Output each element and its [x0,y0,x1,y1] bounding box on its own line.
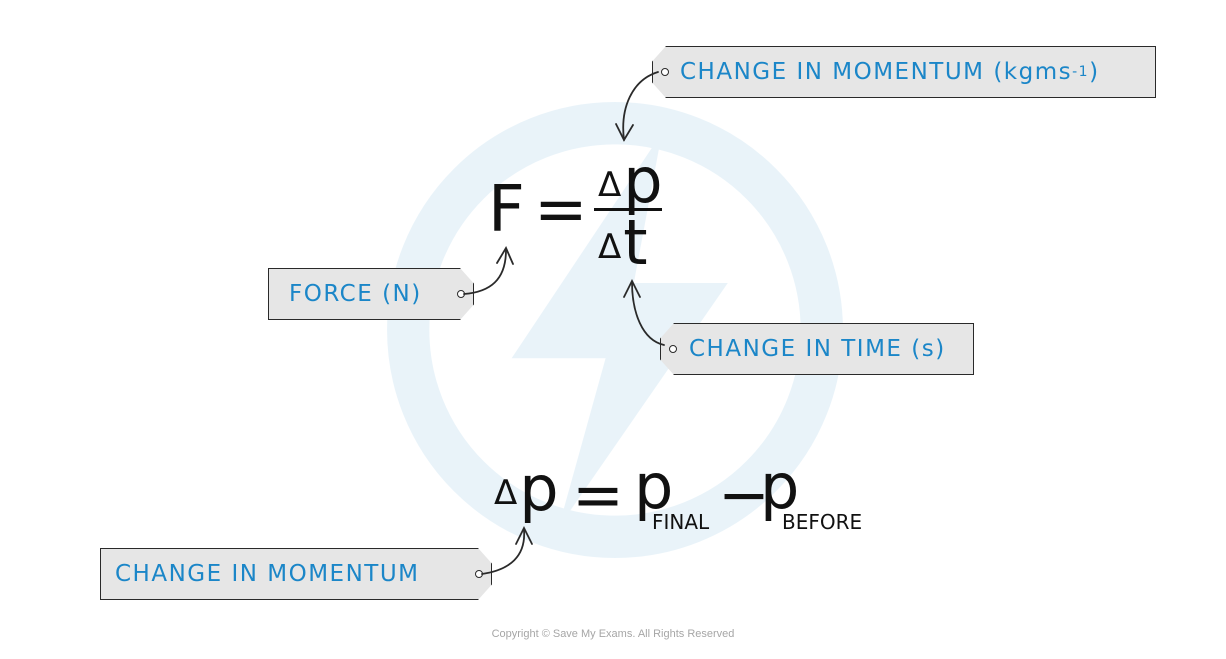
time-symbol: t [623,206,648,279]
momentum-symbol: p [623,144,663,217]
tag-hole-icon [669,345,677,353]
p-before-symbol: p [760,450,800,523]
delta-symbol: Δ [598,165,622,205]
label-text: CHANGE IN MOMENTUM (kgms [680,59,1073,85]
tag-hole-icon [457,290,465,298]
force-symbol: F [488,173,525,247]
subscript-before: BEFORE [782,510,863,534]
fraction-bar [594,208,662,211]
arrowhead [496,246,514,265]
label-change-in-momentum-units: CHANGE IN MOMENTUM (kgms-1) [652,46,1156,98]
label-change-in-time: CHANGE IN TIME (s) [660,323,974,375]
arrowhead [623,278,641,298]
arrowhead [515,525,533,545]
numerator-delta-p: Δp [598,150,663,212]
equals-sign: = [572,458,624,531]
copyright-text: Copyright © Save My Exams. All Rights Re… [491,628,735,640]
p-final-symbol: p [634,450,674,523]
minus-sign: − [718,458,770,531]
denominator-delta-t: Δt [598,212,648,274]
label-text: CHANGE IN MOMENTUM [115,561,420,587]
label-text: FORCE (N) [289,281,422,307]
momentum-symbol: p [519,452,559,525]
delta-symbol: Δ [494,473,518,513]
delta-p: Δp [494,458,559,520]
label-force: FORCE (N) [268,268,474,320]
arrowhead [615,123,634,142]
tag-hole-icon [475,570,483,578]
delta-symbol: Δ [598,227,622,267]
label-text: CHANGE IN TIME (s) [689,336,946,362]
label-change-in-momentum: CHANGE IN MOMENTUM [100,548,492,600]
equals-sign: = [534,173,588,247]
arrow-time-to-dt [631,281,665,346]
label-close: ) [1089,59,1100,85]
label-superscript: -1 [1072,64,1090,80]
tag-hole-icon [661,68,669,76]
subscript-final: FINAL [652,510,710,534]
